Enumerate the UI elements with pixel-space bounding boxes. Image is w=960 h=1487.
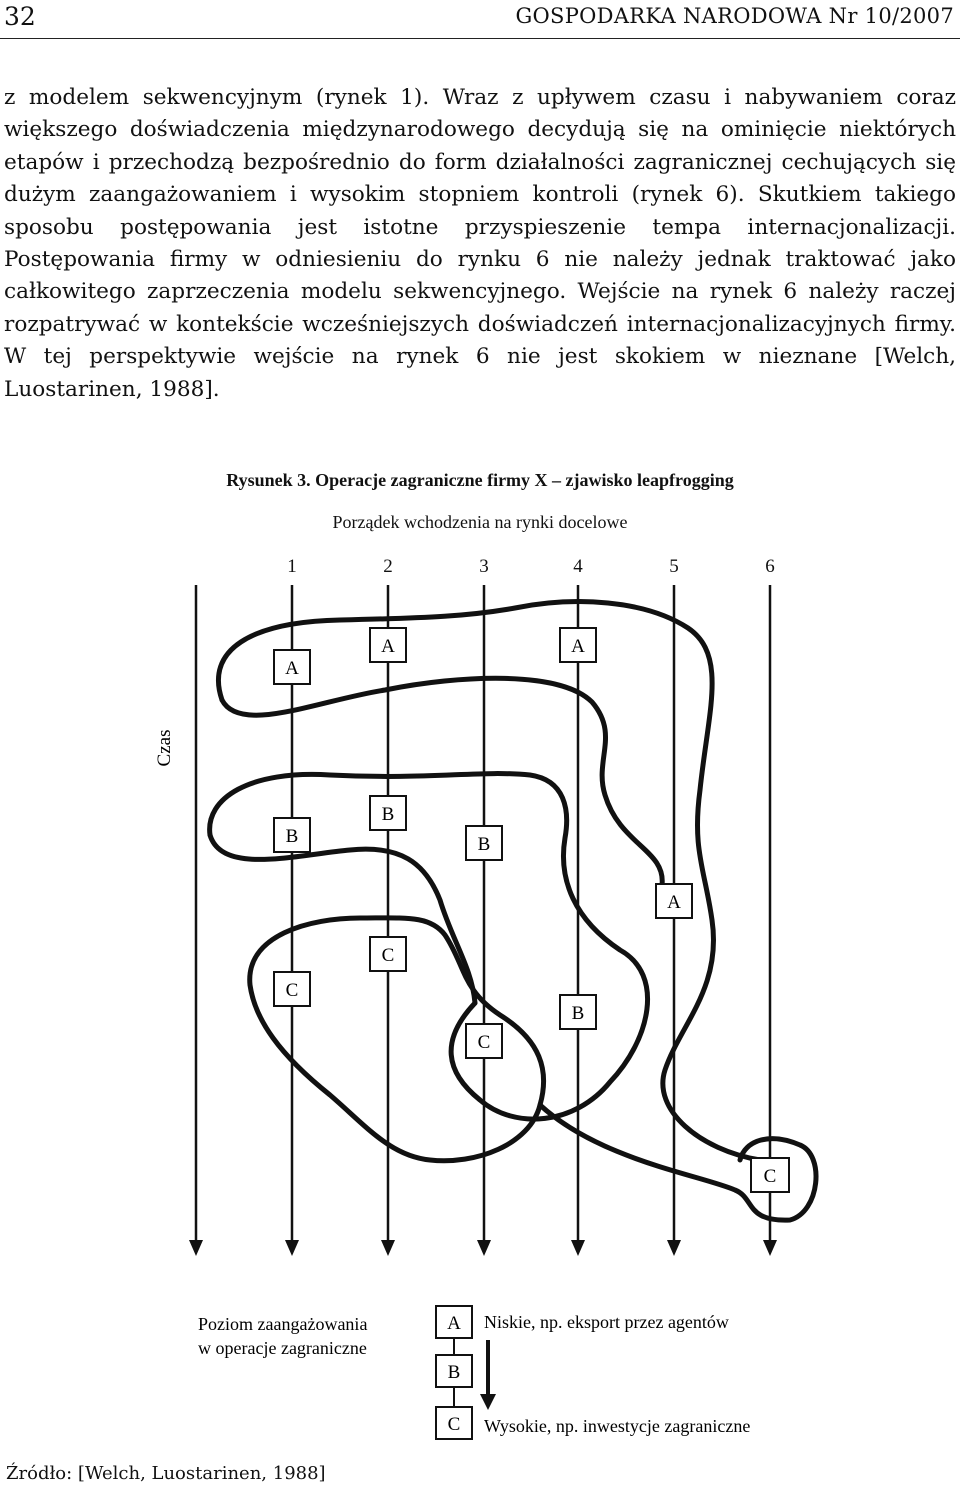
box-c-market-6-label: C (764, 1166, 777, 1187)
box-c-market-1-label: C (286, 980, 299, 1001)
loop-c-tail (537, 1102, 819, 1223)
loop-a-return (219, 675, 665, 888)
box-b-market-3: B (465, 825, 503, 861)
box-b-market-2: B (369, 795, 407, 831)
market-label-5: 5 (669, 556, 679, 577)
market-boxes: A A A B B B A C C B C C (273, 627, 790, 1193)
box-a-market-2: A (369, 627, 407, 663)
box-b-market-2-label: B (382, 804, 395, 825)
box-c-market-2: C (369, 936, 407, 972)
legend-box-b-label: B (448, 1362, 461, 1383)
box-b-market-1-label: B (286, 826, 299, 847)
box-a-market-4: A (559, 627, 597, 663)
arrow-head-axis (189, 1240, 203, 1256)
box-c-market-6: C (750, 1157, 790, 1193)
source-note: Źródło: [Welch, Luostarinen, 1988] (6, 1463, 326, 1484)
arrow-heads (189, 1240, 777, 1256)
legend: Poziom zaangażowania w operacje zagranic… (198, 1305, 750, 1440)
market-label-3: 3 (479, 556, 489, 577)
market-label-2: 2 (383, 556, 393, 577)
figure-axis-title: Porządek wchodzenia na rynki docelowe (332, 512, 628, 532)
legend-title-line-2: w operacje zagraniczne (198, 1338, 367, 1358)
box-a-market-1: A (273, 649, 311, 685)
arrow-head-1 (285, 1240, 299, 1256)
arrow-head-4 (571, 1240, 585, 1256)
loop-a (215, 599, 763, 1163)
arrow-head-3 (477, 1240, 491, 1256)
box-a-market-5-label: A (667, 892, 681, 913)
legend-box-a-label: A (447, 1313, 461, 1334)
box-a-market-2-label: A (381, 636, 395, 657)
legend-title-line-1: Poziom zaangażowania (198, 1314, 367, 1334)
box-b-market-1: B (273, 817, 311, 853)
market-label-4: 4 (573, 556, 583, 577)
market-labels: 1 2 3 4 5 6 (287, 556, 775, 577)
box-c-market-1: C (273, 971, 311, 1007)
market-label-6: 6 (765, 556, 775, 577)
journal-header: GOSPODARKA NARODOWA Nr 10/2007 (515, 4, 954, 28)
market-label-1: 1 (287, 556, 297, 577)
box-c-market-3-label: C (478, 1032, 491, 1053)
box-a-market-5: A (655, 883, 693, 919)
loop-b (207, 771, 651, 1122)
figure-title: Rysunek 3. Operacje zagraniczne firmy X … (226, 470, 734, 490)
loop-c (247, 915, 547, 1164)
legend-high-text: Wysokie, np. inwestycje zagraniczne (484, 1416, 750, 1436)
box-c-market-3: C (465, 1023, 503, 1059)
box-a-market-1-label: A (285, 658, 299, 679)
body-paragraph: z modelem sekwencyjnym (rynek 1). Wraz z… (4, 85, 956, 402)
page-number: 32 (4, 2, 36, 31)
box-a-market-4-label: A (571, 636, 585, 657)
legend-low-text: Niskie, np. eksport przez agentów (484, 1312, 729, 1332)
box-b-market-3-label: B (478, 834, 491, 855)
legend-arrow-head (480, 1394, 496, 1410)
arrow-head-2 (381, 1240, 395, 1256)
loops (207, 599, 819, 1223)
time-axis-label: Czas (154, 730, 175, 767)
box-c-market-2-label: C (382, 945, 395, 966)
header-rule (0, 38, 960, 39)
loop-b-return (207, 832, 478, 1006)
box-b-market-4: B (559, 994, 597, 1030)
box-b-market-4-label: B (572, 1003, 585, 1024)
arrow-head-6 (763, 1240, 777, 1256)
arrow-head-5 (667, 1240, 681, 1256)
legend-box-c (435, 1406, 473, 1440)
legend-box-c-label: C (448, 1414, 461, 1435)
